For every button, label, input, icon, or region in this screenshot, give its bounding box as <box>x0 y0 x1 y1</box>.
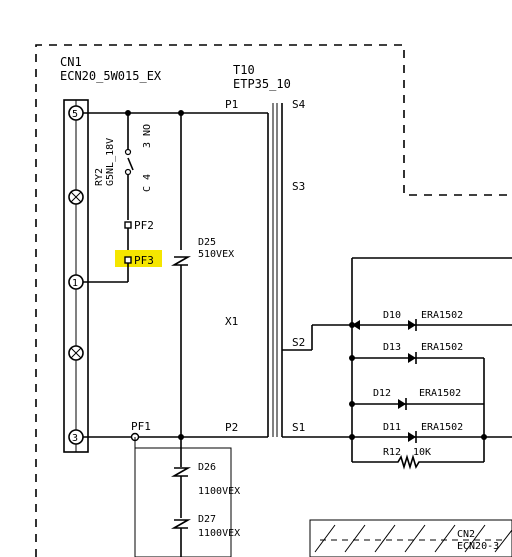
relay-name: RY2 <box>94 168 105 186</box>
zener-d25: D25 510VEX <box>170 113 234 437</box>
svg-text:ERA1502: ERA1502 <box>419 388 461 399</box>
testpoint-pf3: PF3 <box>83 250 162 283</box>
svg-text:ERA1502: ERA1502 <box>421 342 463 353</box>
pf2-label: PF2 <box>134 219 154 232</box>
relay-no-label: 3 NO <box>142 124 153 148</box>
relay-ry2: RY2 G5NL_18V 3 NO C 4 <box>94 113 153 220</box>
wire-top-primary <box>83 110 268 116</box>
zener-box <box>134 447 232 557</box>
cn1-pin-x1 <box>68 189 84 205</box>
relay-contact-arm <box>127 157 134 171</box>
diode-d12: D12 ERA1502 <box>352 388 484 410</box>
cn1-part: ECN20_5W015_EX <box>60 69 162 83</box>
t10-part: ETP35_10 <box>233 77 291 91</box>
t10-s1: S1 <box>292 421 305 434</box>
t10-name: T10 <box>233 63 255 77</box>
wire-s1 <box>282 434 512 440</box>
wire-bottom-primary: PF1 <box>83 420 268 442</box>
cn1-label: CN1 <box>60 55 82 69</box>
svg-text:5: 5 <box>72 109 78 120</box>
t10-s2: S2 <box>292 336 305 349</box>
cn1-pin-5: 5 <box>68 105 84 121</box>
diode-d13: D13 ERA1502 <box>352 342 484 364</box>
svg-text:D26: D26 <box>198 462 216 473</box>
svg-text:R12: R12 <box>383 447 401 458</box>
svg-text:1: 1 <box>72 278 78 289</box>
relay-part: G5NL_18V <box>105 138 116 186</box>
diode-bridge: D10 ERA1502 D13 ERA1502 D12 ERA1502 D11 … <box>349 257 512 470</box>
d25-part: 510VEX <box>198 249 234 260</box>
board-outline <box>35 44 512 557</box>
t10-s3: S3 <box>292 180 305 193</box>
diode-d10: D10 ERA1502 <box>352 310 463 331</box>
diode-d11: D11 ERA1502 <box>383 422 463 443</box>
svg-text:D10: D10 <box>383 310 401 321</box>
pf3-label: PF3 <box>134 254 154 267</box>
svg-text:1100VEX: 1100VEX <box>198 528 240 539</box>
svg-text:ERA1502: ERA1502 <box>421 422 463 433</box>
relay-c-label: C 4 <box>142 174 153 192</box>
svg-text:3: 3 <box>72 433 78 444</box>
svg-text:D13: D13 <box>383 342 401 353</box>
cn2-part: ECN20-3 <box>457 541 499 552</box>
svg-text:D11: D11 <box>383 422 401 433</box>
cn2-name: CN2 <box>457 529 475 540</box>
t10-core: X1 <box>225 315 238 328</box>
t10-p1: P1 <box>225 98 238 111</box>
transformer-t10: T10 ETP35_10 P1 P2 X1 S4 S3 S2 S1 <box>225 63 306 437</box>
testpoint-pf2: PF2 <box>124 219 154 257</box>
d25-name: D25 <box>198 237 216 248</box>
zener-d26-symbol <box>170 467 192 477</box>
resistor-r12: R12 10K <box>352 447 484 470</box>
svg-text:10K: 10K <box>413 447 431 458</box>
t10-s4: S4 <box>292 98 306 111</box>
zener-d27-symbol <box>170 519 192 529</box>
svg-text:ERA1502: ERA1502 <box>421 310 463 321</box>
cn1-pin-1: 1 <box>68 274 84 290</box>
svg-text:1100VEX: 1100VEX <box>198 486 240 497</box>
zener-string: D26 1100VEX D27 1100VEX <box>134 437 240 557</box>
svg-text:D27: D27 <box>198 514 216 525</box>
pf1-label: PF1 <box>131 420 151 433</box>
cn1-pin-x2 <box>68 345 84 361</box>
cn1-pin-3: 3 <box>68 429 84 445</box>
t10-p2: P2 <box>225 421 238 434</box>
connector-cn2: CN2 ECN20-3 <box>309 519 512 557</box>
svg-text:D12: D12 <box>373 388 391 399</box>
